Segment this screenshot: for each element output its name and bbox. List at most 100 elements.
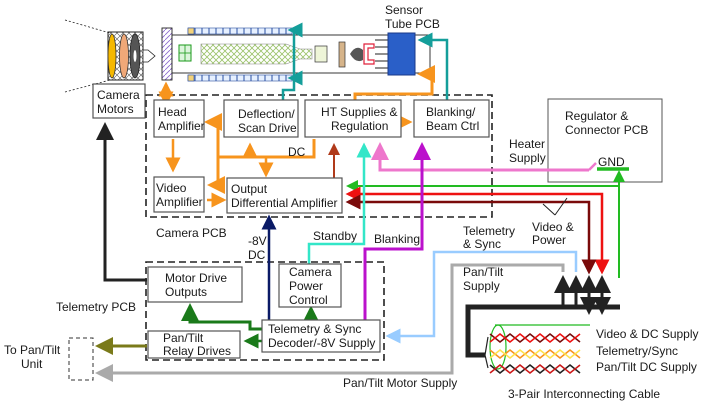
- svg-text:Motors: Motors: [97, 102, 134, 116]
- svg-text:Video: Video: [156, 181, 187, 195]
- lens-element-icon: [107, 33, 117, 79]
- block-blanking-beam-ctrl: Blanking/ Beam Ctrl: [413, 99, 490, 138]
- faceplate: [161, 27, 173, 81]
- electron-beam-region: [200, 43, 313, 65]
- regulator-pcb-label: Regulator &: [565, 109, 628, 123]
- block-video-amplifier: Video Amplifier: [153, 176, 205, 213]
- svg-text:Pan/Tilt: Pan/Tilt: [163, 331, 204, 345]
- cable-bundle: [465, 304, 620, 358]
- block-camera-motors: Camera Motors: [92, 83, 146, 119]
- twisted-pair-conductor: [489, 363, 581, 375]
- heater-supply-label: Heater: [509, 137, 545, 151]
- svg-text:Decoder/-8V Supply: Decoder/-8V Supply: [268, 336, 375, 350]
- to-pan-tilt-label: Unit: [21, 357, 43, 371]
- svg-text:Motor Drive: Motor Drive: [165, 271, 227, 285]
- svg-text:Outputs: Outputs: [165, 285, 207, 299]
- field-of-view-line: [64, 19, 111, 34]
- svg-text:Regulation: Regulation: [331, 119, 388, 133]
- regulator-pcb-label: Connector PCB: [565, 123, 648, 137]
- telemetry-pcb-label: Telemetry PCB: [56, 300, 136, 314]
- svg-text:Head: Head: [158, 105, 187, 119]
- standby-wire: [307, 142, 372, 265]
- svg-text:HT Supplies &: HT Supplies &: [321, 105, 397, 119]
- block-camera-power-control: Camera Power Control: [278, 263, 342, 308]
- blanking-label: Blanking: [374, 232, 420, 246]
- svg-text:Blanking/: Blanking/: [426, 105, 476, 119]
- telemetry-sync-label: & Sync: [463, 237, 501, 251]
- video-power-label: Power: [532, 233, 566, 247]
- svg-text:Power: Power: [289, 279, 323, 293]
- to-pan-tilt-label: To Pan/Tilt: [4, 343, 61, 357]
- cable-pair-label: Telemetry/Sync: [596, 344, 678, 358]
- lens-element-icon: [119, 33, 129, 79]
- image-tube: [161, 27, 431, 82]
- cable-screen-icon: [489, 324, 507, 370]
- svg-text:Control: Control: [289, 293, 328, 307]
- sensor-tube-pcb: [387, 32, 416, 76]
- video-power-pointer: [542, 197, 568, 216]
- block-motor-drive-outputs: Motor Drive Outputs: [147, 266, 243, 303]
- beam-ctrl-wire: [417, 32, 449, 104]
- sensor-tube-pcb-label: Tube PCB: [385, 17, 440, 31]
- camera-lens-assembly: [64, 19, 156, 93]
- svg-text:Deflection/: Deflection/: [238, 107, 295, 121]
- block-deflection-scan-drive: Deflection/ Scan Drive: [223, 99, 299, 138]
- pan-tilt-supply-label: Pan/Tilt: [463, 265, 504, 279]
- deflection-coil-bottom: [187, 74, 293, 82]
- pan-tilt-unit-box: [68, 337, 94, 381]
- cathode-electrode: [338, 41, 346, 68]
- telemetry-sync-label: Telemetry: [463, 224, 515, 238]
- dc-label: DC: [288, 145, 306, 159]
- cable-pair-label: Pan/Tilt DC Supply: [596, 360, 697, 374]
- cable-caption: 3-Pair Interconnecting Cable: [508, 387, 660, 401]
- block-head-amplifier: Head Amplifier: [153, 99, 205, 138]
- twisted-pairs: [489, 332, 581, 375]
- gnd-label: GND: [598, 155, 625, 169]
- svg-text:Camera: Camera: [97, 88, 140, 102]
- ht-supply-wire: [353, 65, 435, 104]
- svg-text:Scan Drive: Scan Drive: [238, 121, 297, 135]
- svg-text:Output: Output: [231, 182, 268, 196]
- minus-8v-label: -8V: [248, 234, 267, 248]
- video-power-wire-darkred: [345, 194, 591, 270]
- filament-icon: [350, 47, 363, 62]
- heater-supply-label: Supply: [509, 151, 546, 165]
- camera-pcb-label: Camera PCB: [156, 226, 227, 240]
- cable-pair-label: Video & DC Supply: [596, 327, 699, 341]
- camera-motor-drive-wire: [96, 122, 147, 282]
- svg-text:Telemetry & Sync: Telemetry & Sync: [268, 322, 361, 336]
- sensor-tube-pcb-label: Sensor: [385, 3, 423, 17]
- block-output-differential-amplifier: Output Differential Amplifier: [226, 177, 343, 214]
- deflection-wire-top: [281, 22, 303, 100]
- heater-icon: [363, 43, 375, 65]
- iris-aperture: [133, 50, 137, 62]
- svg-text:Beam Ctrl: Beam Ctrl: [426, 119, 479, 133]
- svg-text:Relay Drives: Relay Drives: [163, 344, 231, 358]
- block-ht-supplies: HT Supplies & Regulation: [304, 99, 402, 138]
- blanking-wire: [363, 142, 431, 322]
- telemetry-sync-wire: [385, 250, 578, 344]
- lens-mount-icon: [142, 49, 156, 63]
- video-power-wire-red: [345, 186, 604, 270]
- motor-drive-control-wire: [181, 303, 262, 331]
- minus-8v-label: DC: [248, 248, 266, 262]
- block-telemetry-sync-decoder: Telemetry & Sync Decoder/-8V Supply: [261, 319, 381, 353]
- pan-tilt-motor-supply-label: Pan/Tilt Motor Supply: [343, 376, 457, 390]
- twisted-pair-conductor: [489, 332, 581, 344]
- standby-label: Standby: [313, 229, 357, 243]
- svg-text:Amplifier: Amplifier: [158, 119, 205, 133]
- deflection-coil-top: [187, 27, 293, 35]
- pan-tilt-supply-label: Supply: [463, 279, 500, 293]
- block-pan-tilt-relay-drives: Pan/Tilt Relay Drives: [147, 330, 241, 359]
- svg-text:Amplifier: Amplifier: [156, 195, 203, 209]
- grid-electrode: [314, 45, 328, 63]
- telemetry-pcb-boundary: [145, 261, 385, 361]
- heater-supply-wire: [371, 142, 589, 172]
- cable-connector-arrows: [554, 275, 611, 315]
- svg-text:Camera: Camera: [289, 265, 332, 279]
- pan-tilt-motor-supply-wire: [95, 263, 565, 382]
- video-power-label: Video &: [532, 220, 574, 234]
- svg-text:Differential Amplifier: Differential Amplifier: [231, 196, 338, 210]
- twisted-pair-conductor: [489, 348, 581, 360]
